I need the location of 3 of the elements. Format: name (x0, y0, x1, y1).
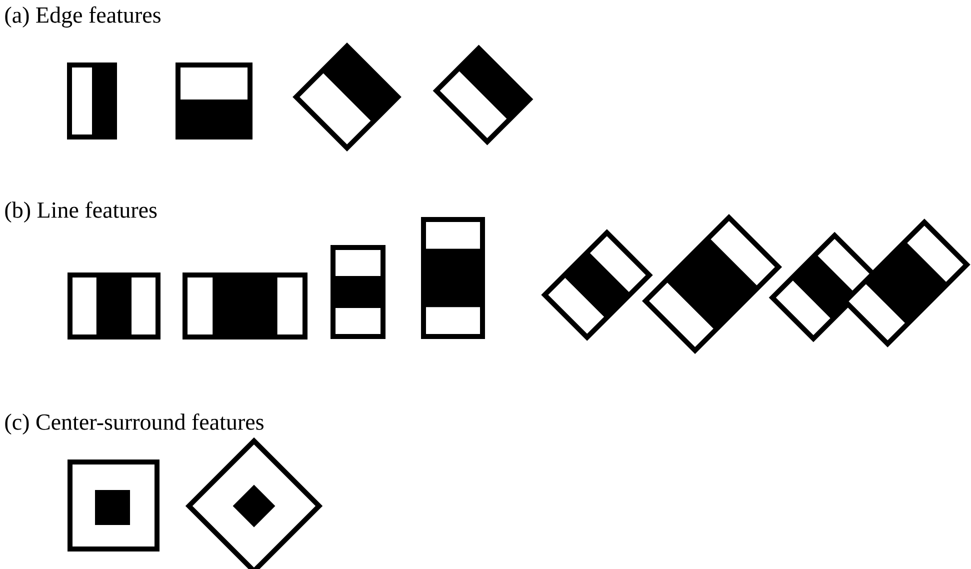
section-heading: (b) Line features (5, 201, 157, 223)
section-heading: (a) Edge features (5, 6, 160, 28)
section-heading: (c) Center-surround features (5, 413, 264, 435)
